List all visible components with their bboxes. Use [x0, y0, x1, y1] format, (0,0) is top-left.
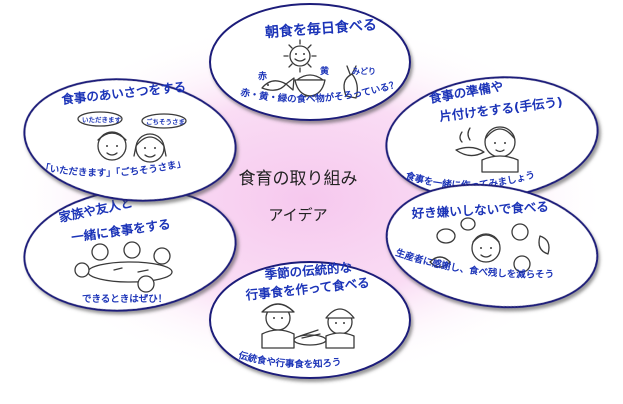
idea-family-meal: 家族や友人と 一緒に食事をする できるときはぜひ！ [23, 188, 237, 312]
child-boy-icon [97, 131, 127, 161]
idea-cooking: 食事の準備や 片付けをする(手伝う) 食事を一緒に作ってみましょう [385, 76, 599, 200]
fish-icon [261, 77, 295, 91]
idea-no-picky: 好き嫌いしないで食べる 生産者に感謝し、食べ残しを減らそう [385, 183, 599, 309]
label-green: みどり [352, 66, 376, 76]
cooking-child-icon [455, 126, 519, 173]
grandparent-icon [261, 303, 295, 349]
speech-bubble-icon [77, 111, 187, 129]
child-kerchief-icon [325, 308, 355, 349]
center-subtitle: アイデア [268, 206, 327, 224]
label-yellow: 黄 [320, 65, 329, 77]
family-meal-icon [74, 241, 173, 293]
idea-no-picky-title: 好き嫌いしないで食べる [410, 199, 549, 221]
idea-traditional-ellipse [209, 261, 411, 379]
child-face-icon [471, 233, 501, 263]
vegetable-icon [343, 65, 358, 99]
greeting-bubble-gochisousama: ごちそうさま [146, 117, 185, 126]
rice-bowl-icon [294, 74, 326, 97]
greeting-bubble-itadakimasu: いただきます [82, 115, 122, 124]
sun-icon [283, 39, 317, 73]
idea-traditional-food: 季節の伝統的な 行事食を作って食べる 伝統食や行事食を知ろう [209, 259, 411, 379]
center-title: 食育の取り組み [239, 169, 358, 189]
label-red: 赤 [258, 70, 267, 82]
idea-greeting: 食事のあいさつをする いただきます ごちそうさま 「いただきます」「ごちそうさま… [23, 78, 237, 202]
dish-icon [293, 329, 327, 346]
idea-family-caption: できるときはぜひ！ [82, 294, 167, 305]
idea-greeting-ellipse [23, 78, 237, 202]
child-girl-icon [133, 133, 167, 163]
vegetables-icon [429, 217, 550, 273]
idea-breakfast-ellipse [209, 3, 411, 121]
idea-breakfast: 朝食を毎日食べる 赤 黄 みどり 赤・黄・緑の食べ物がそろっている？ [209, 3, 411, 121]
